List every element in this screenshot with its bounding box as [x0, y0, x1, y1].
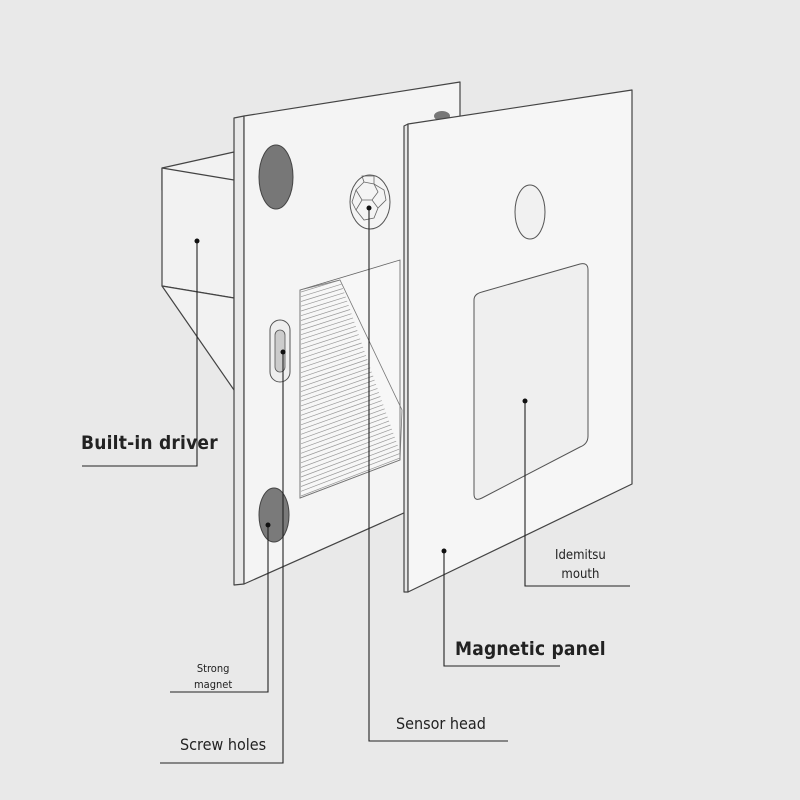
louvre-line	[300, 436, 395, 473]
label-strong-magnet: Strong magnet	[194, 661, 232, 693]
louvre-line	[300, 334, 359, 355]
label-sensor-head: Sensor head	[396, 714, 486, 733]
louvre-line	[300, 383, 377, 411]
dot-magnetic-panel	[441, 548, 447, 554]
dot-sensor-head	[366, 205, 372, 211]
label-screw-holes: Screw holes	[180, 735, 267, 754]
louvre-line	[300, 408, 385, 440]
louvre-line	[300, 448, 400, 487]
louvre-line	[300, 313, 352, 331]
louvre-line	[300, 288, 344, 302]
louvre-line	[300, 444, 398, 483]
outlet-diagonal	[299, 279, 403, 499]
louvre-line	[300, 359, 368, 383]
louvre-line	[300, 375, 374, 402]
light-window	[473, 263, 589, 500]
louvre-line	[300, 412, 387, 445]
label-idemitsu-mouth-line1: Idemitsu	[555, 548, 606, 563]
bottom-magnet-icon	[258, 487, 290, 543]
louvre-line	[300, 338, 361, 359]
louvre-line	[300, 321, 355, 340]
louvre-line	[300, 346, 364, 369]
louvre-line	[300, 300, 348, 317]
louvre-line	[300, 453, 401, 492]
leader-screw-holes	[160, 352, 284, 764]
label-idemitsu-mouth-line2: mouth	[561, 567, 600, 582]
louvre-line	[300, 292, 345, 307]
top-magnet-icon	[258, 144, 294, 210]
louvre-line	[300, 388, 378, 416]
louvre-line	[300, 350, 365, 374]
driver-box-front	[161, 167, 235, 299]
louvre-line	[300, 420, 390, 454]
louvre-line	[300, 457, 401, 497]
louvre-line	[300, 416, 388, 449]
leader-magnetic-panel	[443, 551, 560, 667]
louvre-line	[300, 392, 380, 421]
louvre-line	[300, 304, 349, 321]
louvre-line	[300, 355, 367, 378]
louvre-line	[300, 309, 351, 326]
back-plate-side	[233, 115, 245, 586]
louvre-line	[300, 325, 357, 345]
louvre-line	[300, 440, 397, 478]
dot-built-in-driver	[194, 238, 200, 244]
label-strong-magnet-line2: magnet	[194, 678, 233, 691]
louvre-line	[300, 330, 358, 350]
leader-sensor-head	[368, 208, 508, 742]
label-magnetic-panel: Magnetic panel	[455, 638, 606, 660]
louvre-line	[300, 367, 371, 392]
louvre-line	[300, 371, 372, 397]
magnetic-panel	[403, 89, 633, 593]
leader-idemitsu-mouth	[524, 401, 630, 587]
louvre-line	[300, 296, 346, 312]
dot-screw-holes	[280, 349, 286, 355]
driver-box	[161, 151, 235, 391]
louvre-line	[300, 424, 391, 459]
leader-strong-magnet	[170, 525, 269, 693]
leader-dots	[194, 205, 528, 554]
louvre-line	[300, 400, 382, 430]
louvre-line	[300, 283, 342, 298]
louvre-line	[300, 432, 394, 468]
leader-lines	[82, 208, 630, 764]
louvre-line	[300, 317, 354, 336]
louvre-line	[300, 404, 384, 435]
label-strong-magnet-line1: Strong	[196, 662, 230, 675]
dot-strong-magnet	[265, 522, 271, 528]
leader-built-in-driver	[82, 241, 198, 467]
label-idemitsu-mouth: Idemitsu mouth	[555, 546, 606, 584]
louvre-line	[300, 396, 381, 426]
sensor-window-icon	[514, 184, 546, 240]
louvre-line	[300, 363, 369, 388]
louvre-line	[300, 342, 362, 364]
driver-box-underside	[161, 285, 235, 391]
dot-idemitsu-mouth	[522, 398, 528, 404]
louvre-line	[300, 379, 375, 407]
louvre-line	[300, 428, 393, 464]
label-built-in-driver: Built-in driver	[81, 432, 218, 454]
